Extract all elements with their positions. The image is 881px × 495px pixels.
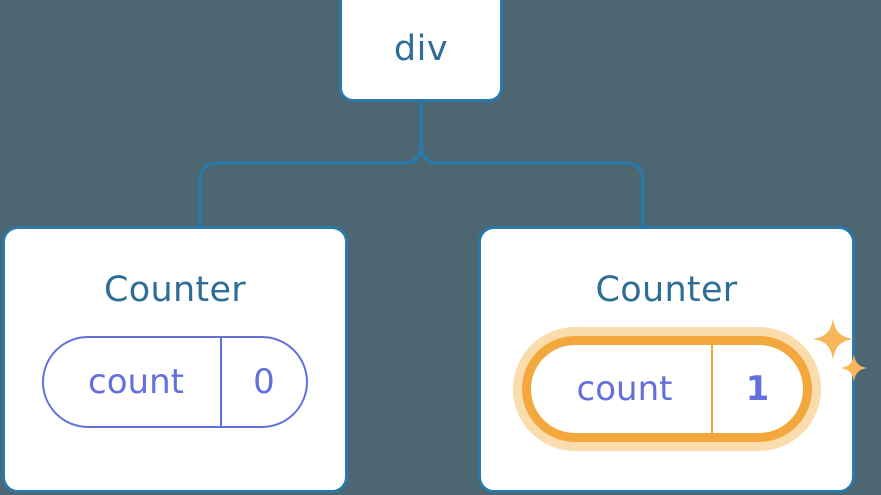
node-counter-right-title: Counter xyxy=(595,270,738,310)
node-counter-right[interactable]: Counter count 1 xyxy=(478,226,868,493)
state-pill-left-wrapper: count 0 xyxy=(42,336,308,428)
state-key-right: count xyxy=(576,369,673,409)
node-div-label: div xyxy=(393,29,449,69)
state-pill-right-wrapper: count 1 xyxy=(521,318,868,442)
state-value-left: 0 xyxy=(220,338,306,426)
state-pill-left[interactable]: count 0 xyxy=(42,336,308,428)
state-pill-right[interactable]: count 1 xyxy=(521,336,812,442)
node-counter-left-title: Counter xyxy=(104,270,246,310)
state-value-right: 1 xyxy=(710,345,803,433)
node-counter-left[interactable]: Counter count 0 xyxy=(2,226,348,493)
state-key-left: count xyxy=(88,362,184,402)
edge-div-to-counter-right xyxy=(419,100,645,229)
node-div[interactable]: div xyxy=(339,0,503,102)
sparkle-icon xyxy=(811,318,854,360)
edge-div-to-counter-left xyxy=(198,100,423,229)
